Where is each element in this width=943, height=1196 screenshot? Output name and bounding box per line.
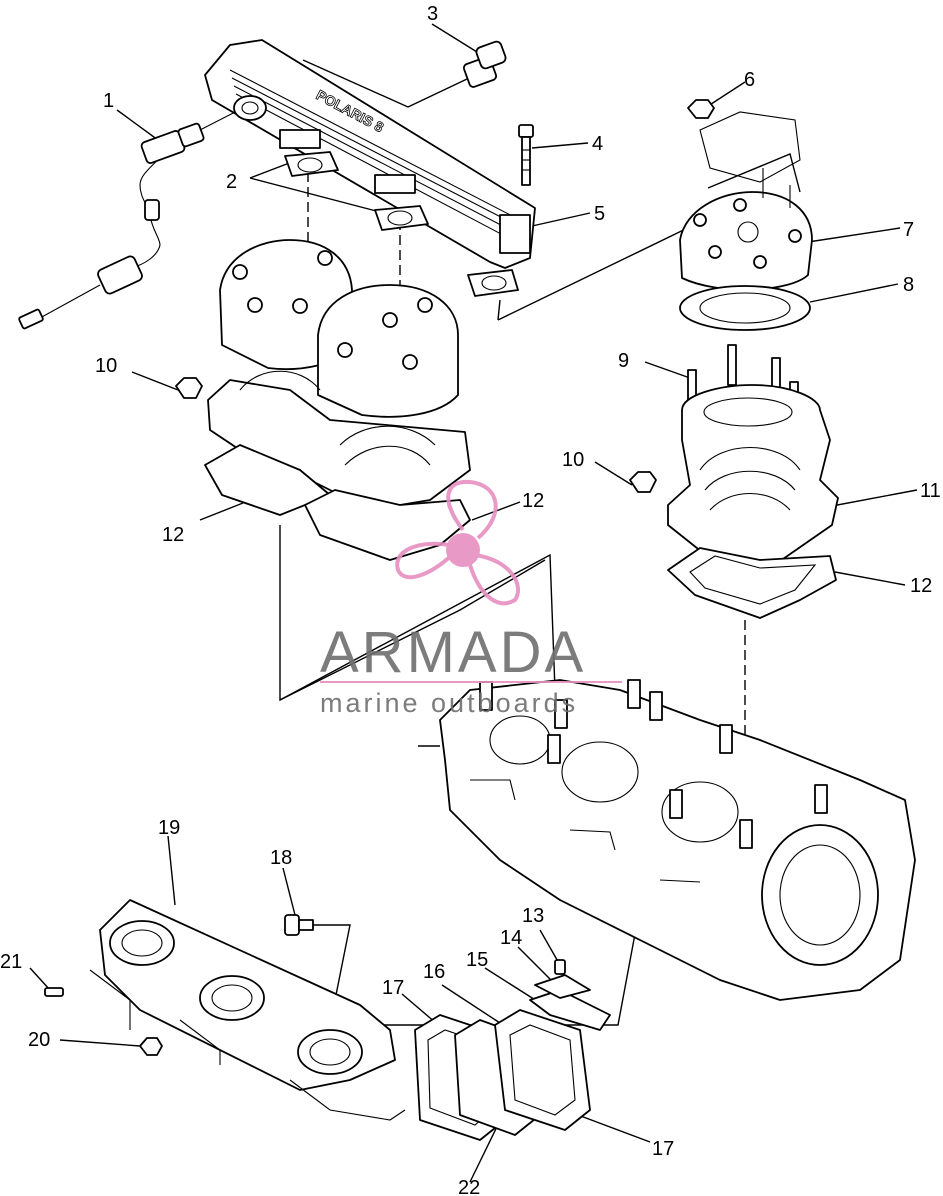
leader-lines [29,23,918,1183]
callout-21: 21 [0,951,22,973]
callout-7: 7 [903,219,914,241]
gasket-parts [284,151,519,297]
callout-17-left: 17 [382,977,404,999]
cylinder-single-part [667,384,839,569]
bolt-part [518,124,534,186]
twin-cylinder-part [207,239,471,511]
cylinder-head-part [679,168,813,291]
screw-part [284,914,314,936]
callout-13: 13 [522,905,544,927]
nut-part-top [687,99,801,183]
sensor-part [18,107,244,330]
base-gasket-right-part [667,547,837,619]
fastener-parts [44,987,163,1056]
callout-10-left: 10 [95,355,117,377]
callout-20: 20 [28,1029,50,1051]
callout-18: 18 [270,847,292,869]
callout-6: 6 [744,69,755,91]
callout-4: 4 [592,133,603,155]
watermark: ARMADA marine outboards [320,479,622,718]
callout-3: 3 [427,3,438,25]
watermark-brand: ARMADA [320,620,586,685]
head-gasket-part [679,285,811,331]
callout-14: 14 [500,927,522,949]
callout-labels: 1 2 3 4 5 6 7 8 9 10 10 11 12 12 12 13 1… [0,3,941,1196]
callout-10-right: 10 [562,449,584,471]
callout-19: 19 [158,817,180,839]
intake-manifold-part [89,899,406,1121]
reed-valve-stack-part [414,959,611,1141]
propeller-logo-icon [395,479,521,606]
callout-11: 11 [920,480,941,502]
callout-15: 15 [466,949,488,971]
callout-22: 22 [458,1177,480,1196]
nut-parts [175,377,657,493]
callout-5: 5 [594,203,605,225]
crankcase-part [439,679,916,1001]
callout-9: 9 [618,350,629,372]
callout-2: 2 [226,171,237,193]
callout-17-right: 17 [652,1138,674,1160]
plug-part [462,40,507,88]
watermark-tagline: marine outboards [320,688,578,718]
exhaust-manifold-part: POLARIS 8 [204,39,536,269]
callout-1: 1 [103,90,114,112]
callout-12-left: 12 [162,524,184,546]
callout-12-right: 12 [910,575,932,597]
callout-8: 8 [903,274,914,296]
callout-16: 16 [423,961,445,983]
callout-12-center: 12 [522,490,544,512]
